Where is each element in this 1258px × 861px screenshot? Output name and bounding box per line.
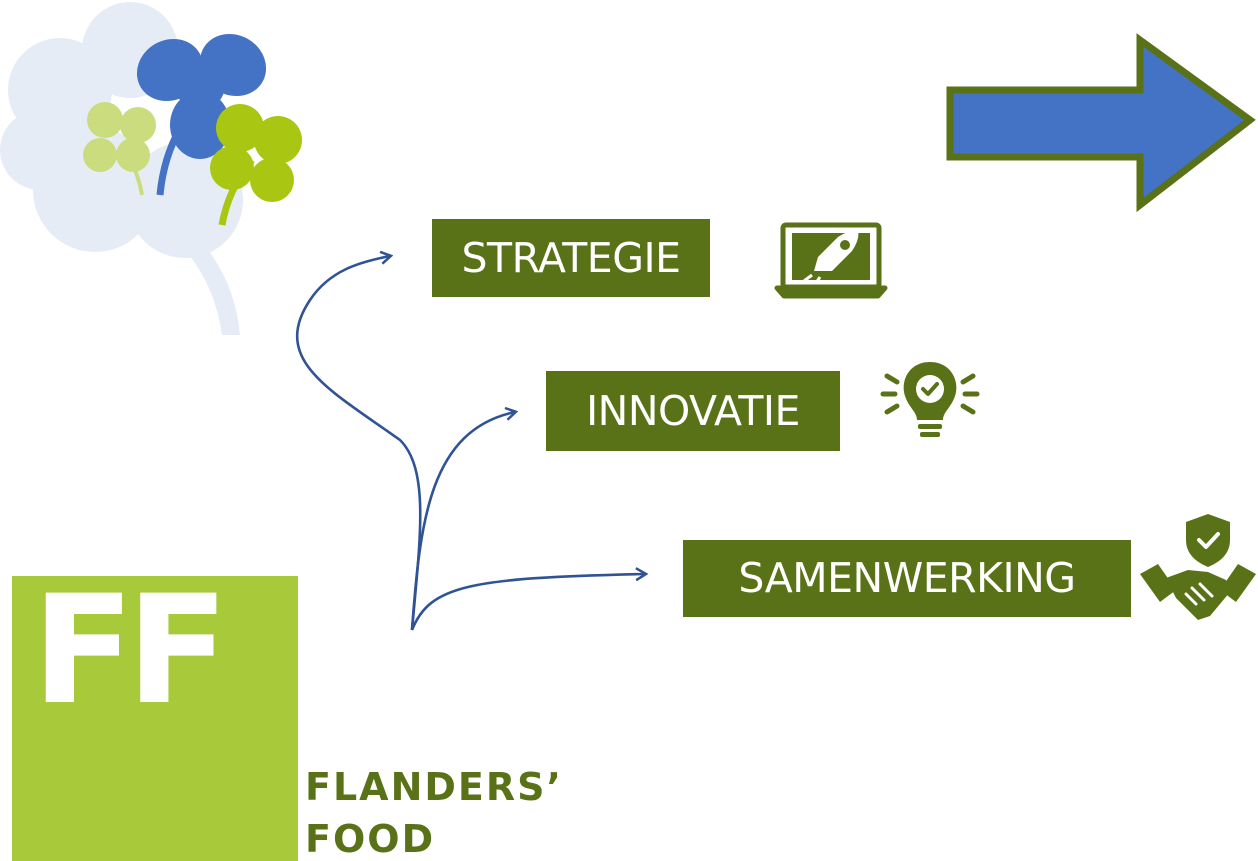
connector-innovatie [410, 412, 515, 631]
innovatie-label: INNOVATIE [546, 371, 840, 451]
connector-strategie [296, 256, 422, 631]
handshake-shield-icon [1140, 514, 1256, 620]
samenwerking-label: SAMENWERKING [683, 540, 1131, 617]
rocket-laptop-icon [774, 222, 888, 299]
flanders-food-logo: FF [12, 576, 298, 861]
clover-icon [0, 2, 302, 335]
logo-name-line1: FLANDERS’ [305, 765, 563, 809]
right-arrow-icon [946, 33, 1256, 213]
connector-samenwerking [410, 574, 645, 631]
lightbulb-check-icon [880, 362, 980, 437]
strategie-label: STRATEGIE [432, 219, 710, 297]
logo-name-line2: FOOD [305, 817, 436, 861]
logo-letters: FF [32, 564, 229, 738]
